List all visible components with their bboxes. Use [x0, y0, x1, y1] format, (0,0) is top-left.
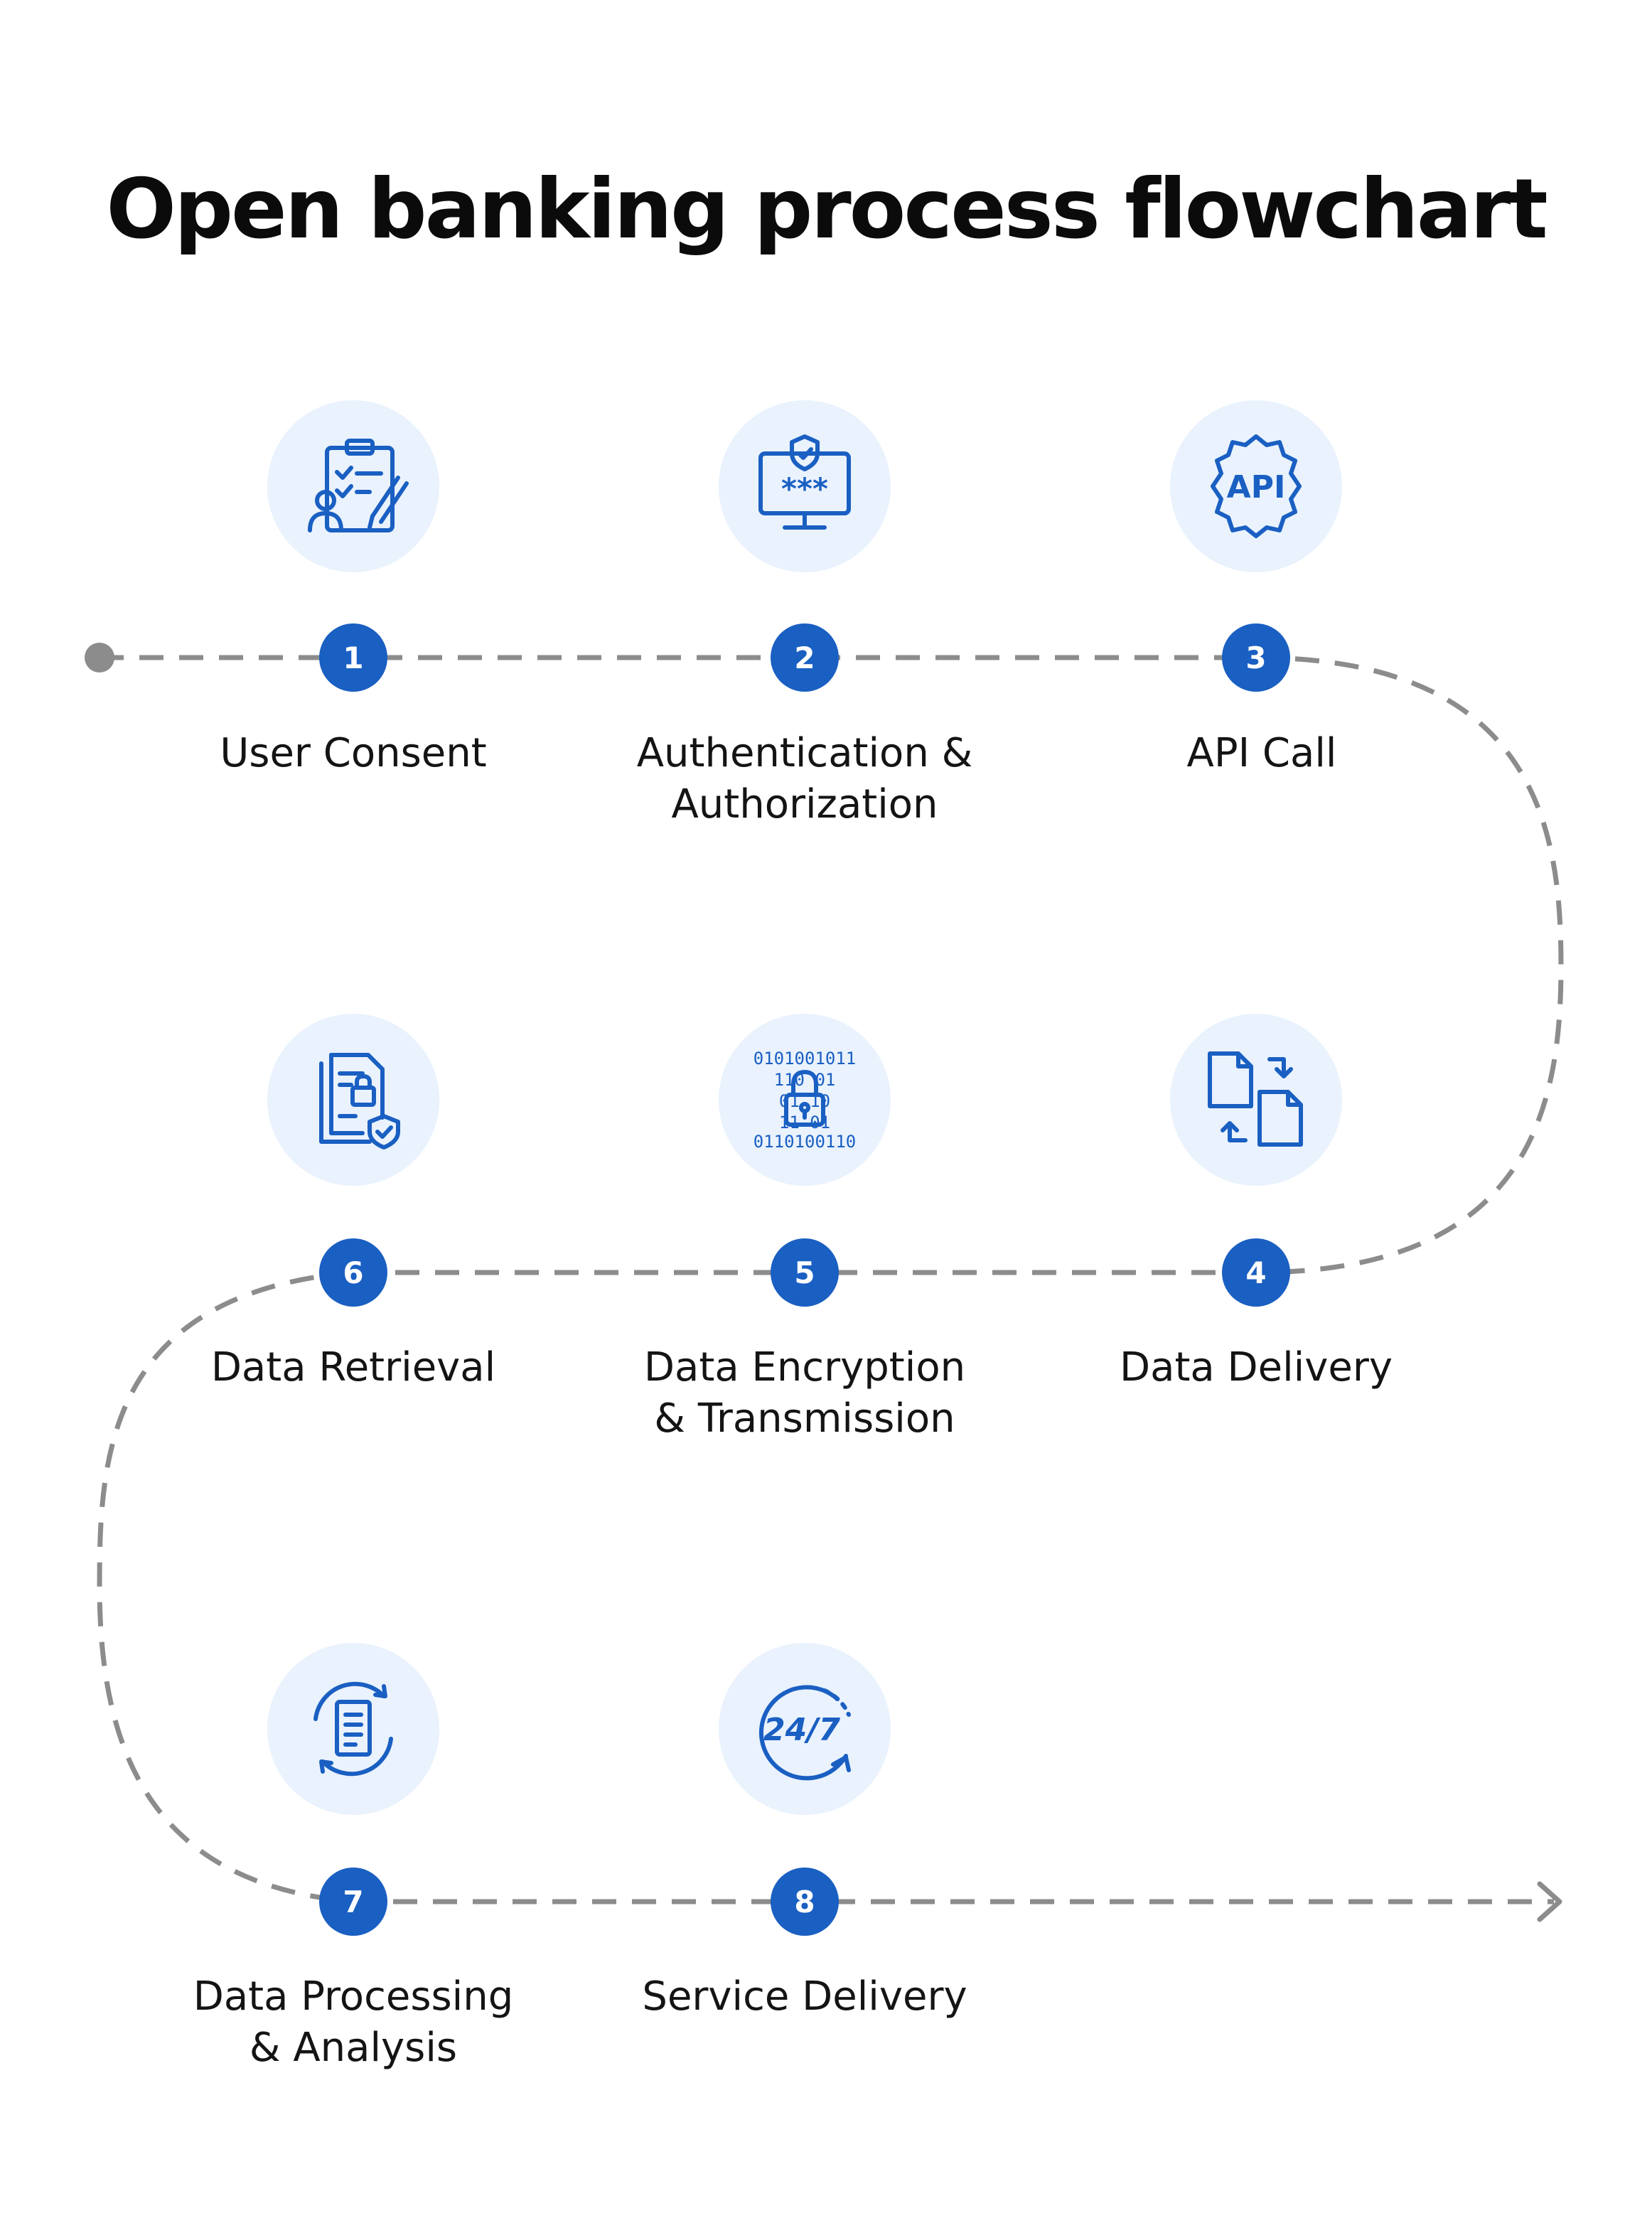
step-label-line: Authentication & — [636, 730, 973, 776]
file-transfer-icon — [1208, 1051, 1303, 1147]
step-number-7: 7 — [343, 1885, 363, 1919]
step-badges: 1 2 3 4 5 6 7 8 — [319, 623, 1290, 1936]
document-refresh-icon — [313, 1681, 393, 1777]
step-label-line: Data Processing — [193, 1973, 514, 2020]
step-label-7: Data Processing & Analysis — [154, 1971, 552, 2074]
step-badge-2 — [771, 623, 839, 692]
step-badge-5 — [771, 1238, 839, 1307]
step-number-8: 8 — [794, 1885, 815, 1919]
step-label-line: Data Retrieval — [210, 1344, 496, 1391]
step-badge-8 — [771, 1868, 839, 1936]
step-label-8: Service Delivery — [606, 1971, 1004, 2023]
step-label-line: Data Encryption — [643, 1344, 966, 1391]
binary-lock-icon: 0101001011 110 01 01 10 11 01 0110100110 — [753, 1049, 857, 1152]
clipboard-user-pen-icon — [308, 439, 409, 532]
step-label-line: API Call — [1186, 730, 1337, 776]
start-dot — [85, 643, 114, 673]
step-label-line: Data Delivery — [1120, 1344, 1393, 1391]
step-number-2: 2 — [794, 641, 815, 675]
step-label-4: Data Delivery — [1057, 1342, 1455, 1393]
step-number-3: 3 — [1245, 641, 1266, 675]
step-label-line: & Analysis — [249, 2025, 458, 2071]
api-gear-icon: API — [1211, 434, 1302, 538]
end-arrow-icon — [1537, 1881, 1562, 1922]
step-number-1: 1 — [343, 641, 363, 675]
svg-text:API: API — [1227, 469, 1286, 505]
step-label-line: & Transmission — [654, 1395, 955, 1442]
step-badge-7 — [319, 1868, 387, 1936]
step-number-6: 6 — [343, 1255, 363, 1290]
step-badge-6 — [319, 1238, 387, 1307]
step-label-3: API Call — [1063, 728, 1461, 779]
page-title: Open banking process flowchart — [106, 161, 1548, 257]
step-number-4: 4 — [1245, 1255, 1266, 1290]
step-number-5: 5 — [794, 1255, 815, 1290]
svg-text:24/7: 24/7 — [763, 1712, 840, 1748]
svg-text:0101001011: 0101001011 — [753, 1049, 857, 1068]
step-label-line: Authorization — [671, 781, 938, 827]
clock-24-7-icon: 24/7 — [759, 1685, 851, 1781]
step-label-1: User Consent — [154, 728, 552, 779]
svg-text:0110100110: 0110100110 — [753, 1132, 857, 1152]
monitor-password-shield-icon: *** — [758, 434, 851, 530]
step-badge-4 — [1222, 1238, 1290, 1307]
step-label-line: User Consent — [220, 730, 487, 776]
step-label-2: Authentication & Authorization — [606, 728, 1004, 830]
step-badge-1 — [319, 623, 387, 692]
step-label-line: Service Delivery — [642, 1973, 967, 2020]
step-label-6: Data Retrieval — [154, 1342, 552, 1393]
step-label-5: Data Encryption & Transmission — [606, 1342, 1004, 1445]
step-badge-3 — [1222, 623, 1290, 692]
svg-text:***: *** — [781, 471, 828, 506]
document-lock-shield-icon — [319, 1053, 400, 1150]
